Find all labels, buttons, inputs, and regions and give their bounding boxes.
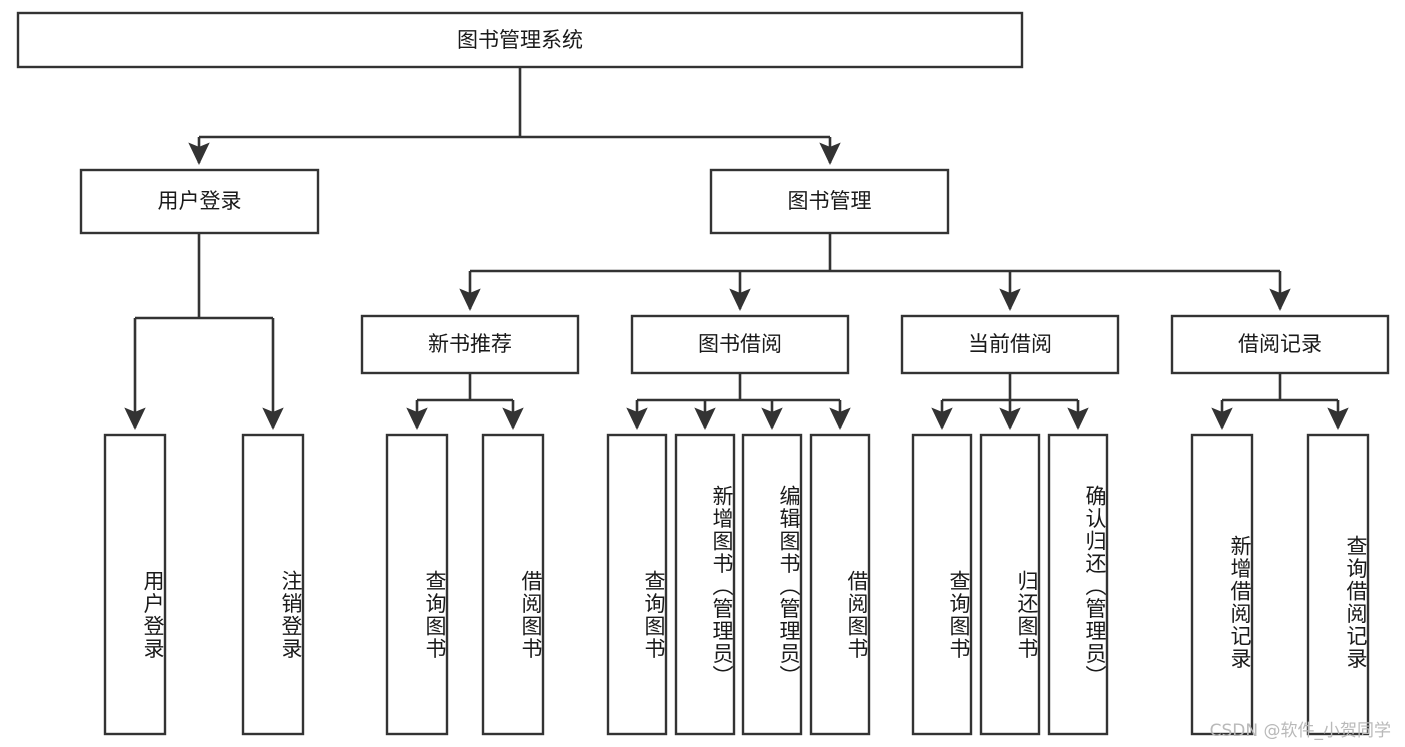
node-book-borrow-box[interactable]: [630, 314, 850, 375]
leaf-box-book-borrow-2[interactable]: [674, 433, 736, 736]
leaf-box-book-borrow-1[interactable]: [606, 433, 668, 736]
leaf-box-current-borrow-3[interactable]: [1047, 433, 1109, 736]
node-root[interactable]: 图书管理系统: [16, 11, 1024, 69]
connectors-group: [124, 67, 1349, 430]
node-new-book-recommend-label: 新书推荐: [428, 332, 512, 356]
node-current-borrow-label: 当前借阅: [968, 332, 1052, 356]
leaf-box-current-borrow-2[interactable]: [979, 433, 1041, 736]
node-root-box[interactable]: [16, 11, 1024, 69]
node-borrow-record-box[interactable]: [1170, 314, 1390, 375]
node-book-borrow[interactable]: 图书借阅: [630, 314, 850, 375]
csdn-watermark: CSDN @软件_小贺同学: [1209, 721, 1391, 741]
node-user-login-box[interactable]: [79, 168, 320, 235]
node-current-borrow[interactable]: 当前借阅: [900, 314, 1120, 375]
leaf-box-borrow-record-2[interactable]: [1306, 433, 1370, 736]
leaf-box-current-borrow-1[interactable]: [911, 433, 973, 736]
node-borrow-record-label: 借阅记录: [1238, 332, 1322, 356]
node-user-login[interactable]: 用户登录: [79, 168, 320, 235]
leaf-box-new-book-1[interactable]: [385, 433, 449, 736]
node-borrow-record[interactable]: 借阅记录: [1170, 314, 1390, 375]
node-book-management-label: 图书管理: [788, 189, 872, 213]
node-new-book-recommend-box[interactable]: [360, 314, 580, 375]
leaf-box-borrow-record-1[interactable]: [1190, 433, 1254, 736]
leaf-box-user-login-2[interactable]: [241, 433, 305, 736]
node-user-login-label: 用户登录: [158, 189, 242, 213]
leaf-box-new-book-2[interactable]: [481, 433, 545, 736]
node-book-management-box[interactable]: [709, 168, 950, 235]
leaf-box-user-login-1[interactable]: [103, 433, 167, 736]
node-book-management[interactable]: 图书管理: [709, 168, 950, 235]
node-current-borrow-box[interactable]: [900, 314, 1120, 375]
leaf-box-book-borrow-3[interactable]: [741, 433, 803, 736]
node-root-label: 图书管理系统: [457, 28, 583, 52]
node-book-borrow-label: 图书借阅: [698, 332, 782, 356]
leaf-box-book-borrow-4[interactable]: [809, 433, 871, 736]
node-new-book-recommend[interactable]: 新书推荐: [360, 314, 580, 375]
